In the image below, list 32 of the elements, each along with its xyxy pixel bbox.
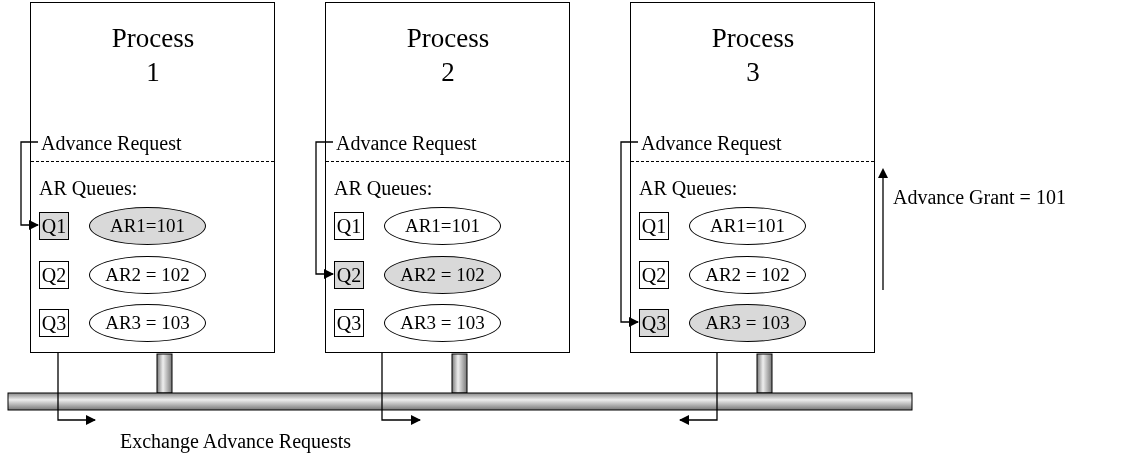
request-label: Advance Request bbox=[41, 130, 182, 156]
queue-label: Q2 bbox=[39, 261, 69, 289]
queue-label: Q1 bbox=[334, 212, 364, 240]
process-box bbox=[30, 2, 275, 353]
request-label: Advance Request bbox=[641, 130, 782, 156]
arrow bbox=[381, 352, 421, 425]
queue-label: Q3 bbox=[639, 309, 669, 337]
request-ellipse: AR1=101 bbox=[89, 207, 206, 245]
direction-label: Advance Grant = 101 bbox=[893, 185, 1066, 210]
request-ellipse: AR3 = 103 bbox=[689, 304, 806, 342]
process-title: Process 1 bbox=[110, 22, 196, 89]
process-box bbox=[325, 2, 570, 353]
queue-label: Q3 bbox=[39, 309, 69, 337]
process-title: Process 2 bbox=[405, 22, 491, 89]
section-heading: AR Queues: bbox=[334, 176, 433, 201]
arrow bbox=[315, 141, 334, 279]
section-heading: AR Queues: bbox=[39, 176, 138, 201]
queue-label: Q2 bbox=[334, 261, 364, 289]
arrow bbox=[620, 141, 639, 327]
caption-text: Exchange Advance Requests bbox=[120, 429, 352, 455]
process-title: Process 3 bbox=[710, 22, 796, 89]
queue-label: Q3 bbox=[334, 309, 364, 337]
arrow bbox=[20, 141, 39, 230]
queue-label: Q1 bbox=[39, 212, 69, 240]
request-label: Advance Request bbox=[336, 130, 477, 156]
arrow bbox=[679, 352, 718, 425]
arrow bbox=[57, 352, 96, 425]
queue-label: Q1 bbox=[639, 212, 669, 240]
queue-label: Q2 bbox=[639, 261, 669, 289]
request-ellipse: AR2 = 102 bbox=[384, 256, 501, 294]
section-heading: AR Queues: bbox=[639, 176, 738, 201]
process-box bbox=[630, 2, 875, 353]
